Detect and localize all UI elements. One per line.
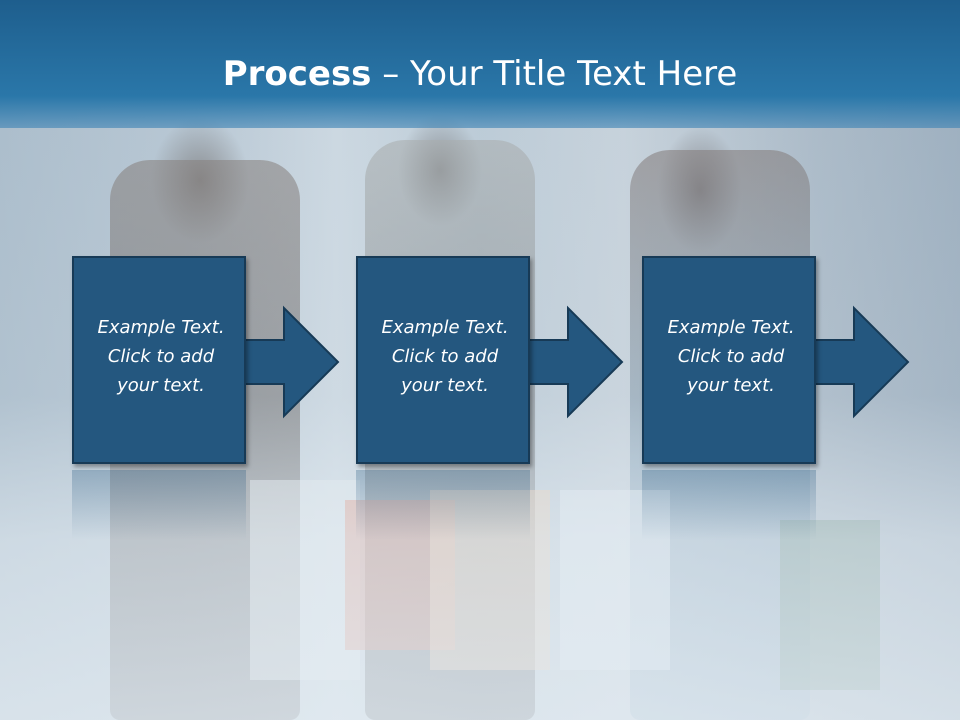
title-band (0, 0, 960, 128)
step-reflection (356, 470, 530, 540)
step-box[interactable]: Example Text. Click to add your text. (356, 256, 530, 464)
step-text[interactable]: Example Text. Click to add your text. (97, 317, 225, 396)
process-step-1[interactable]: Example Text. Click to add your text. (72, 256, 362, 468)
step-reflection (642, 470, 816, 540)
right-arrow-icon (811, 305, 910, 419)
step-text[interactable]: Example Text. Click to add your text. (667, 317, 795, 396)
right-arrow-icon (241, 305, 340, 419)
step-reflection (72, 470, 246, 540)
step-box[interactable]: Example Text. Click to add your text. (642, 256, 816, 464)
slide-title[interactable]: Process – Your Title Text Here (0, 52, 960, 96)
process-step-2[interactable]: Example Text. Click to add your text. (356, 256, 646, 468)
process-step-3[interactable]: Example Text. Click to add your text. (642, 256, 932, 468)
step-text[interactable]: Example Text. Click to add your text. (381, 317, 509, 396)
right-arrow-icon (525, 305, 624, 419)
step-box[interactable]: Example Text. Click to add your text. (72, 256, 246, 464)
title-rest: – Your Title Text Here (371, 54, 738, 94)
title-bold-part: Process (222, 54, 372, 94)
